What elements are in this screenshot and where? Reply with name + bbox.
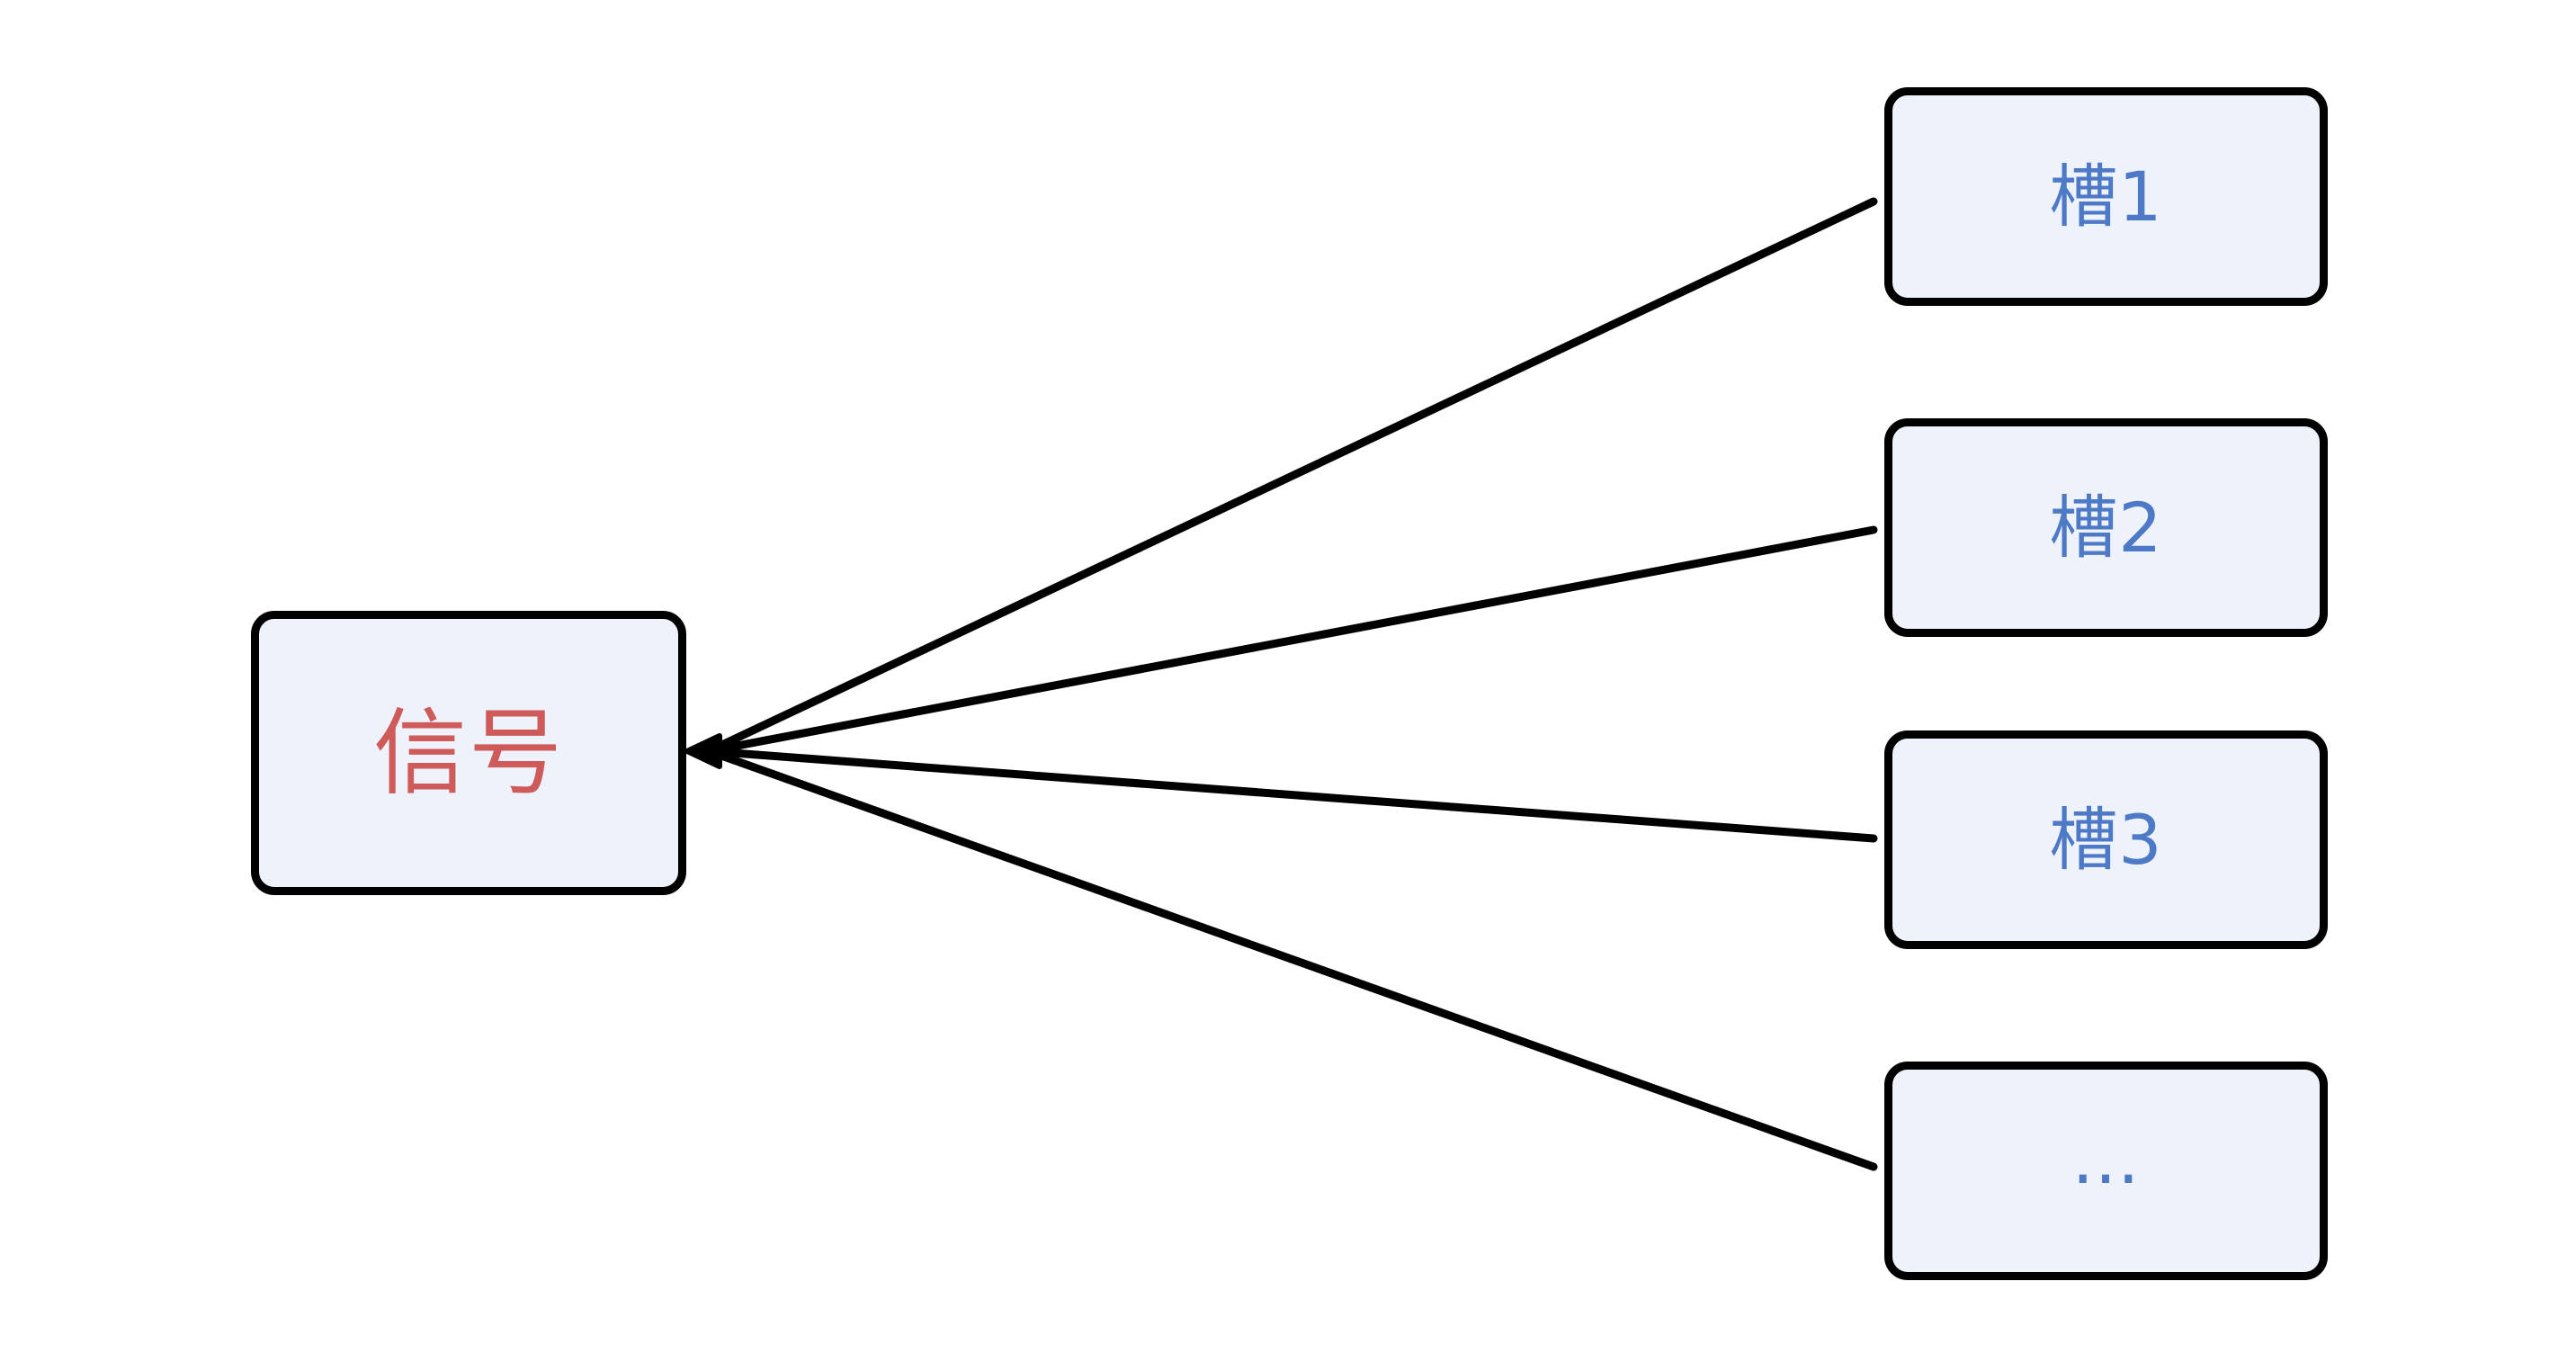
node-slot-more[interactable]: … [1884,1062,2328,1280]
edge-signal-to-slot-3 [704,747,1878,843]
node-slot-2[interactable]: 槽2 [1884,418,2328,637]
node-slot-1-label: 槽1 [2049,156,2163,237]
node-slot-3[interactable]: 槽3 [1884,730,2328,949]
edge-signal-to-slot-1 [704,197,1878,756]
edge-signal-to-slot-2 [704,525,1878,756]
edge-signal-to-slot-more [704,747,1878,1171]
node-slot-more-label: … [2071,1118,2141,1199]
node-signal-label: 信号 [372,698,564,808]
node-signal[interactable]: 信号 [251,611,686,895]
node-slot-1[interactable]: 槽1 [1884,87,2328,306]
node-slot-2-label: 槽2 [2049,487,2163,568]
arrowhead-into-signal [684,733,722,769]
node-slot-3-label: 槽3 [2049,799,2163,880]
